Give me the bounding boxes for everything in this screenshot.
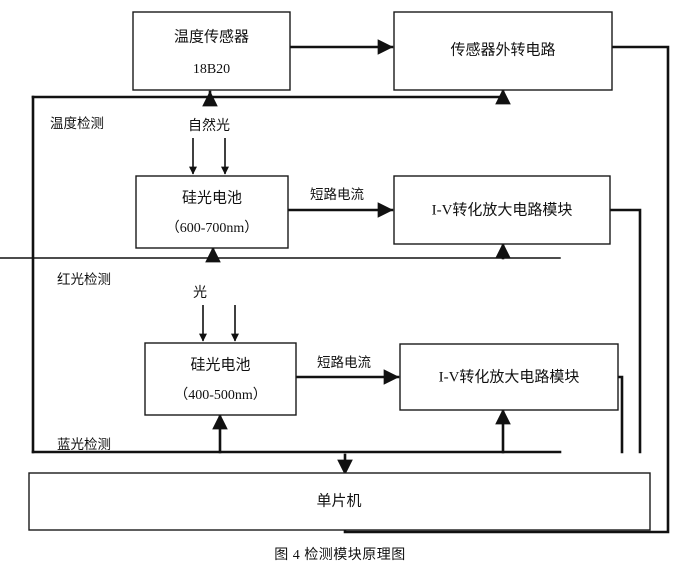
temp-sensor-title: 温度传感器 xyxy=(174,28,249,45)
node-mcu[interactable]: 单片机 xyxy=(28,472,651,531)
source-label-light: 光 xyxy=(193,285,207,301)
source-label-natural-light: 自然光 xyxy=(188,117,230,134)
edge-label-short-circuit-current-blue: 短路电流 xyxy=(317,355,371,370)
figure-caption: 图 4 检测模块原理图 xyxy=(274,547,406,563)
mcu-title: 单片机 xyxy=(316,492,361,509)
edge-label-short-circuit-current-red: 短路电流 xyxy=(310,187,364,202)
iv-module-red-box[interactable] xyxy=(393,175,611,245)
node-sensor-convert[interactable]: 传感器外转电路 xyxy=(393,11,613,91)
cell-red-title: 硅光电池 xyxy=(182,189,242,206)
zone-label-temperature: 温度检测 xyxy=(50,116,104,131)
node-iv-module-red[interactable]: I-V转化放大电路模块 xyxy=(393,175,611,245)
node-cell-red[interactable]: 硅光电池 （600-700nm） xyxy=(135,175,289,249)
temp-sensor-subtitle: 18B20 xyxy=(193,62,230,77)
zone-label-red-light: 红光检测 xyxy=(57,272,111,287)
iv-module-red-title: I-V转化放大电路模块 xyxy=(432,201,573,218)
wire-iv-red-to-rail xyxy=(608,208,642,454)
cell-red-subtitle: （600-700nm） xyxy=(166,220,259,236)
cell-red-box[interactable] xyxy=(135,175,289,249)
wire-sensor-convert-to-mcu xyxy=(343,45,670,534)
cell-blue-subtitle: （400-500nm） xyxy=(174,387,267,403)
iv-module-blue-box[interactable] xyxy=(399,343,619,411)
node-cell-blue[interactable]: 硅光电池 （400-500nm） xyxy=(144,342,297,416)
zone-label-blue-light: 蓝光检测 xyxy=(57,437,111,452)
cell-blue-box[interactable] xyxy=(144,342,297,416)
mcu-box[interactable] xyxy=(28,472,651,531)
iv-module-blue-title: I-V转化放大电路模块 xyxy=(439,368,580,385)
node-temp-sensor[interactable]: 温度传感器 18B20 xyxy=(132,11,291,91)
cell-blue-title: 硅光电池 xyxy=(190,356,250,373)
sensor-convert-box[interactable] xyxy=(393,11,613,91)
temp-sensor-box[interactable] xyxy=(132,11,291,91)
node-iv-module-blue[interactable]: I-V转化放大电路模块 xyxy=(399,343,619,411)
wire-iv-blue-to-rail xyxy=(616,375,624,454)
sensor-convert-title: 传感器外转电路 xyxy=(450,41,555,58)
